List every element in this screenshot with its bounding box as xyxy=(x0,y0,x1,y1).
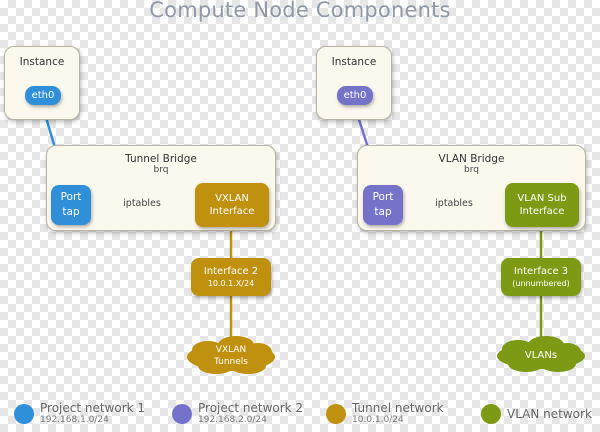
left-eth0[interactable]: eth0 xyxy=(25,86,61,105)
left-tap-line1: Port xyxy=(60,191,82,203)
legend-sub: 192.168.1.0/24 xyxy=(40,415,109,425)
legend-dot-tunnel xyxy=(326,404,346,424)
right-iface-line2: Interface xyxy=(519,206,565,217)
legend-item-tunnel: Tunnel network 10.0.1.0/24 xyxy=(352,401,444,425)
diagram-title: Compute Node Components xyxy=(149,0,451,22)
legend-sub: 10.0.1.0/24 xyxy=(352,415,404,425)
legend-dot-project2 xyxy=(172,404,192,424)
legend-item-vlan: VLAN network xyxy=(507,407,592,421)
right-instance-box: Instance xyxy=(316,46,392,120)
left-cloud-line2: Tunnels xyxy=(214,357,248,367)
legend-dot-project1 xyxy=(14,404,34,424)
legend-item-project2: Project network 2 192.168.2.0/24 xyxy=(198,401,303,425)
right-bridge-name: VLAN Bridge xyxy=(438,153,505,165)
left-port-tap[interactable]: Port tap xyxy=(51,185,91,225)
left-bridge-sub: brq xyxy=(153,165,169,175)
right-bridge-sub: brq xyxy=(464,165,479,175)
right-eth0[interactable]: eth0 xyxy=(337,86,373,105)
left-interface-2[interactable]: Interface 2 10.0.1.X/24 xyxy=(191,258,271,296)
legend-name: Tunnel network xyxy=(352,401,444,415)
right-phys-name: Interface 3 xyxy=(513,266,569,277)
left-bridge-name: Tunnel Bridge xyxy=(125,153,197,165)
legend-sub: 192.168.2.0/24 xyxy=(198,415,267,425)
right-vlan-sub-interface[interactable]: VLAN Sub Interface xyxy=(505,183,579,227)
legend-name: Project network 2 xyxy=(198,401,304,415)
right-tap-line2: tap xyxy=(374,206,392,218)
legend-name: Project network 1 xyxy=(40,401,146,415)
right-instance-label: Instance xyxy=(331,56,377,68)
left-instance-box: Instance xyxy=(4,46,80,120)
legend-name: VLAN network xyxy=(507,407,592,421)
right-port-tap[interactable]: Port tap xyxy=(363,185,403,225)
right-iface-line1: VLAN Sub xyxy=(517,193,567,204)
left-iface-line2: Interface xyxy=(209,206,255,217)
left-instance-label: Instance xyxy=(19,56,65,68)
right-iptables-label: iptables xyxy=(435,198,473,209)
left-cloud-text: VXLAN Tunnels xyxy=(196,344,266,368)
right-vlans-cloud xyxy=(497,336,585,372)
left-phys-sub: 10.0.1.X/24 xyxy=(207,279,255,288)
right-phys-sub: (unnumbered) xyxy=(512,279,570,288)
left-phys-name: Interface 2 xyxy=(203,266,259,277)
left-vxlan-cloud xyxy=(187,336,275,374)
right-cloud-text: VLANs xyxy=(506,350,576,362)
right-tap-line1: Port xyxy=(372,191,394,203)
right-cloud-line1: VLANs xyxy=(524,350,558,361)
legend-item-project1: Project network 1 192.168.1.0/24 xyxy=(40,401,145,425)
right-interface-3[interactable]: Interface 3 (unnumbered) xyxy=(501,258,581,296)
left-vxlan-interface[interactable]: VXLAN Interface xyxy=(195,183,269,227)
left-cloud-line1: VXLAN xyxy=(215,345,247,355)
legend-dot-vlan xyxy=(481,404,501,424)
left-iptables-label: iptables xyxy=(123,198,161,209)
left-tap-line2: tap xyxy=(62,206,80,218)
left-iface-line1: VXLAN xyxy=(215,193,249,204)
